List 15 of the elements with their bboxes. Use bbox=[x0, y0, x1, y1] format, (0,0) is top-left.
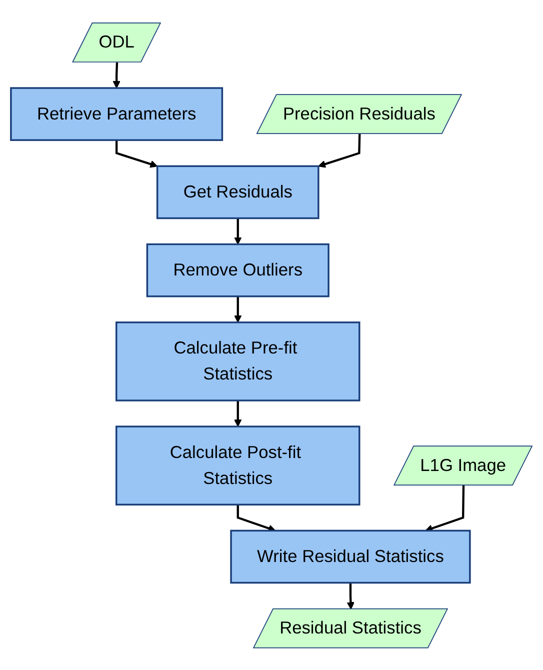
arrow bbox=[112, 62, 120, 88]
node-box: Remove Outliers bbox=[146, 243, 330, 297]
arrow bbox=[318, 134, 361, 168]
arrow bbox=[346, 582, 354, 610]
node-box: Calculate Pre-fit Statistics bbox=[116, 321, 360, 401]
node-box: Write Residual Statistics bbox=[230, 529, 471, 584]
arrow bbox=[425, 485, 465, 532]
arrow bbox=[234, 296, 242, 322]
arrow bbox=[234, 400, 242, 426]
node-box: Calculate Post-fit Statistics bbox=[116, 425, 360, 506]
arrow bbox=[234, 218, 242, 244]
arrow bbox=[116, 140, 158, 168]
node-box: Get Residuals bbox=[156, 164, 320, 219]
node-box: Retrieve Parameters bbox=[10, 86, 224, 141]
arrow bbox=[236, 504, 276, 532]
